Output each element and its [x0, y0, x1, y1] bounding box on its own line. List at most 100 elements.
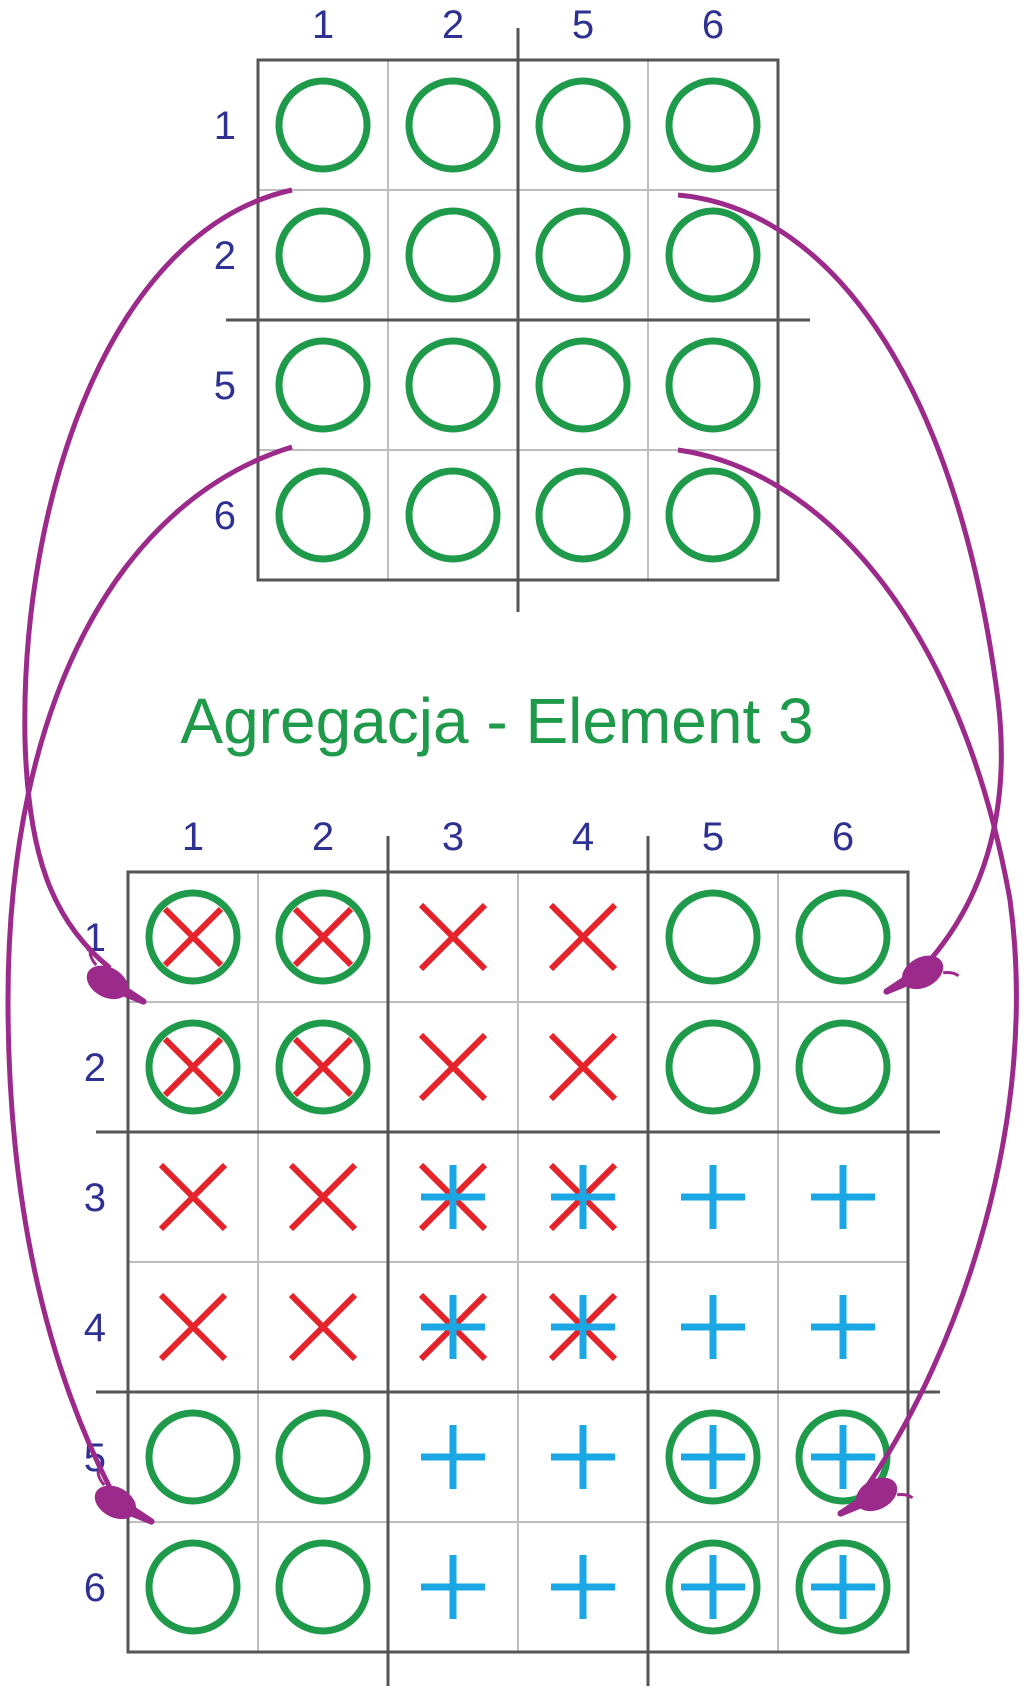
matrix-cell [811, 1295, 875, 1359]
matrix-cell [275, 207, 371, 303]
matrix-cell [551, 1555, 615, 1619]
circle-mark [405, 207, 501, 303]
circle-mark [405, 467, 501, 563]
matrix-cell [535, 467, 631, 563]
circle-mark [665, 467, 761, 563]
circle-mark [665, 77, 761, 173]
cross-mark [158, 1292, 228, 1362]
matrix-cell [288, 1162, 358, 1232]
circle-mark [795, 889, 891, 985]
column-index-label: 6 [702, 3, 724, 47]
matrix-cell [418, 902, 488, 972]
pointing-hand-icon [883, 955, 960, 995]
plus-mark [811, 1295, 875, 1359]
circle-mark [795, 1539, 891, 1635]
plus-mark [681, 1165, 745, 1229]
row-index-label: 5 [214, 364, 236, 408]
matrix-cell [418, 1292, 488, 1362]
cross-mark [548, 902, 618, 972]
row-index-label: 2 [84, 1046, 106, 1090]
matrix-cell [275, 889, 371, 985]
aggregation-arrow-curve [5, 444, 293, 1490]
matrix-cell [275, 467, 371, 563]
circle-mark [535, 77, 631, 173]
column-index-label: 5 [572, 3, 594, 47]
matrix-cell [421, 1425, 485, 1489]
column-index-label: 5 [702, 815, 724, 859]
matrix-cell [145, 1019, 241, 1115]
matrix-cell [145, 889, 241, 985]
circle-mark [145, 1539, 241, 1635]
plus-mark [811, 1425, 875, 1489]
cross-mark [162, 906, 224, 968]
circle-mark [405, 337, 501, 433]
matrix-cell [811, 1165, 875, 1229]
circle-mark [795, 1019, 891, 1115]
matrix-cell [665, 889, 761, 985]
plus-mark [421, 1425, 485, 1489]
matrix-cell [158, 1162, 228, 1232]
row-index-label: 3 [84, 1176, 106, 1220]
row-index-label: 1 [214, 104, 236, 148]
matrix-cell [665, 1019, 761, 1115]
plus-mark [551, 1555, 615, 1619]
pointing-hand-icon [86, 950, 147, 1005]
row-index-label: 6 [214, 494, 236, 538]
column-index-label: 3 [442, 815, 464, 859]
matrix-cell [795, 889, 891, 985]
matrix-cell [275, 1019, 371, 1115]
circle-mark [275, 889, 371, 985]
circle-mark [535, 207, 631, 303]
matrix-cell [158, 1292, 228, 1362]
matrix-cell [418, 1032, 488, 1102]
circle-mark [275, 1539, 371, 1635]
matrix-cell [405, 467, 501, 563]
matrix-cell [405, 77, 501, 173]
matrix-cell [665, 77, 761, 173]
plus-mark [681, 1555, 745, 1619]
plus-mark [421, 1165, 485, 1229]
plus-mark [551, 1425, 615, 1489]
matrix-cell [551, 1425, 615, 1489]
matrix-cell [548, 902, 618, 972]
matrix-cell [795, 1019, 891, 1115]
circle-mark [275, 207, 371, 303]
column-index-label: 1 [182, 815, 204, 859]
aggregation-arrow-curve [677, 192, 1004, 962]
matrix-cell [145, 1409, 241, 1505]
matrix-cell [535, 207, 631, 303]
circle-mark [665, 1019, 761, 1115]
plus-mark [421, 1295, 485, 1359]
cross-mark [418, 902, 488, 972]
circle-mark [275, 467, 371, 563]
matrix-cell [795, 1539, 891, 1635]
row-index-label: 4 [84, 1306, 106, 1350]
circle-mark [275, 337, 371, 433]
circle-mark [145, 1409, 241, 1505]
circle-mark [665, 337, 761, 433]
matrix-cell [405, 207, 501, 303]
matrix-cell [421, 1555, 485, 1619]
cross-mark [418, 1032, 488, 1102]
circle-mark [665, 1409, 761, 1505]
circle-mark [665, 207, 761, 303]
matrix-cell [665, 337, 761, 433]
circle-mark [145, 1019, 241, 1115]
row-index-label: 2 [214, 234, 236, 278]
cross-mark [162, 1036, 224, 1098]
circle-mark [275, 1019, 371, 1115]
matrix-cell [275, 1409, 371, 1505]
plus-mark [551, 1165, 615, 1229]
cross-mark [292, 906, 354, 968]
column-index-label: 1 [312, 3, 334, 47]
matrix-cell [548, 1292, 618, 1362]
matrix-cell [548, 1032, 618, 1102]
matrix-cell [665, 1539, 761, 1635]
matrix-cell [548, 1162, 618, 1232]
plus-mark [811, 1555, 875, 1619]
plus-mark [551, 1295, 615, 1359]
circle-mark [535, 337, 631, 433]
